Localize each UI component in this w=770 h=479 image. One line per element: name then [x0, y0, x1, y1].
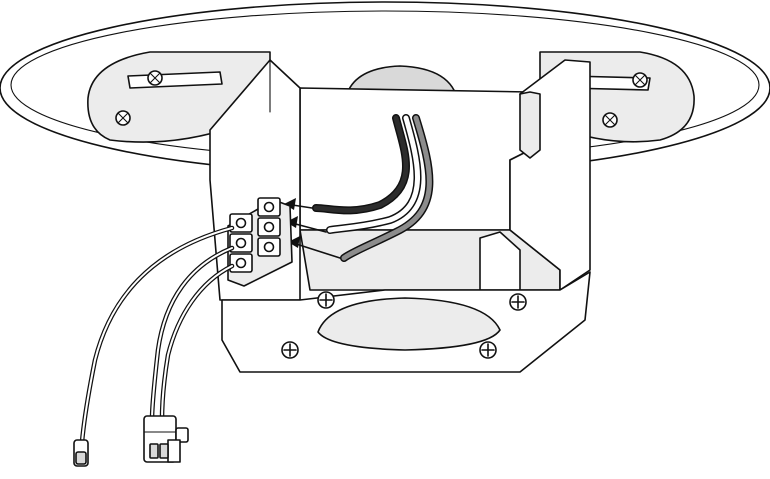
connector-plug [143, 415, 189, 463]
screw-icon [263, 241, 275, 253]
pin-slot [149, 443, 159, 459]
screw-icon [235, 237, 247, 249]
arrow-icon [284, 198, 296, 210]
screw-icon [263, 201, 275, 213]
terminal-block [227, 197, 293, 287]
black-wire [313, 115, 409, 213]
output-leads [79, 225, 235, 445]
screw-icon [263, 221, 275, 233]
gray-wire [341, 115, 432, 261]
supply-wires [312, 114, 434, 262]
pin-slot [159, 443, 169, 459]
insertion-arrows [284, 198, 341, 259]
screw-icon [235, 217, 247, 229]
single-pin-connector [73, 439, 89, 467]
arrow-icon [286, 216, 298, 228]
white-wire [327, 115, 420, 233]
screw-icon [235, 257, 247, 269]
arrow-icon [288, 236, 300, 248]
